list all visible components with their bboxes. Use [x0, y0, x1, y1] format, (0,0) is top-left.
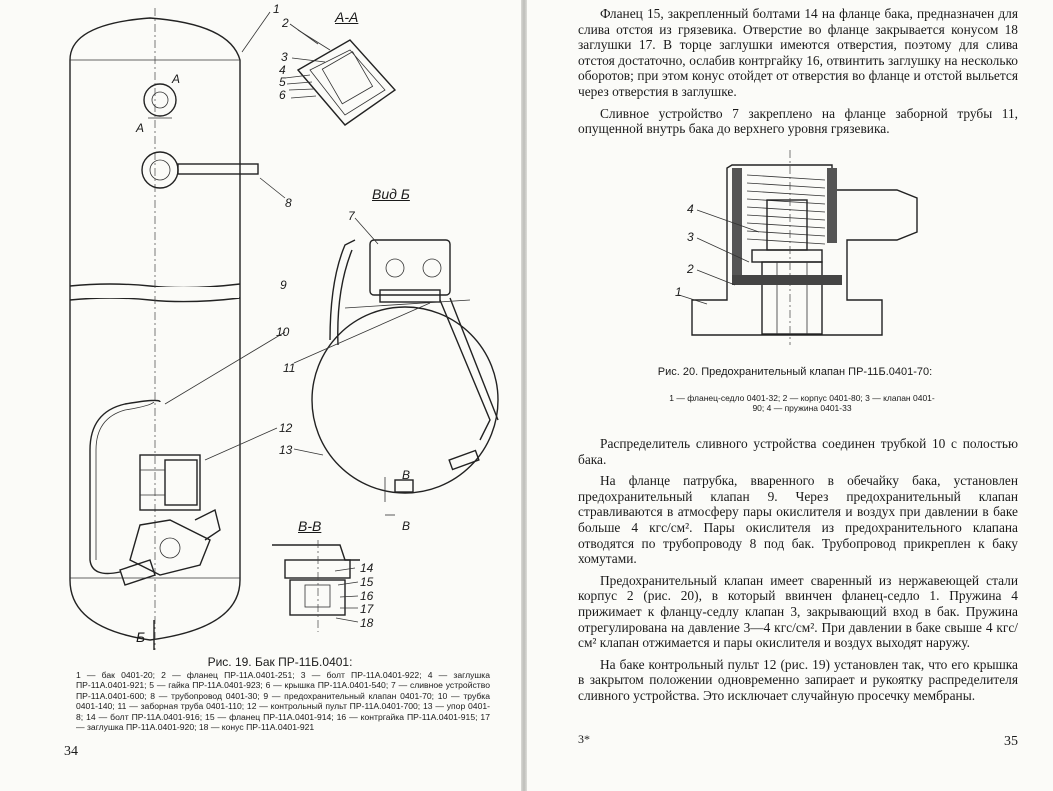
- callout-16: 16: [360, 589, 374, 603]
- callout-10: 10: [276, 325, 290, 339]
- figure-20-legend: 1 — фланец-седло 0401-32; 2 — корпус 040…: [669, 393, 935, 414]
- page-number-right: 35: [1004, 734, 1018, 749]
- section-aa-label: А-А: [335, 9, 359, 25]
- callout-6: 6: [279, 88, 286, 102]
- marker-v-upper: В: [402, 468, 411, 482]
- figure-20-drawing: [678, 150, 918, 345]
- paragraph-6: На баке контрольный пульт 12 (рис. 19) у…: [578, 656, 1018, 703]
- figure-19-title: Рис. 19. Бак ПР-11Б.0401:: [207, 655, 353, 669]
- callout-3: 3: [281, 50, 288, 64]
- figure-19-drawing: [69, 8, 499, 650]
- callout-5: 5: [279, 75, 286, 89]
- callout-2: 2: [282, 16, 289, 30]
- callout-14: 14: [360, 561, 374, 575]
- callout-12: 12: [279, 421, 293, 435]
- callout-11: 11: [283, 361, 296, 375]
- paragraph-3: Распределитель сливного устройства соеди…: [578, 436, 1018, 467]
- callout-4: 4: [279, 63, 286, 77]
- marker-b: Б: [136, 629, 146, 645]
- paragraph-2: Сливное устройство 7 закреплено на фланц…: [578, 105, 1018, 137]
- callout-15: 15: [360, 575, 374, 589]
- right-page: Фланец 15, закрепленный болтами 14 на фл…: [527, 0, 1053, 791]
- fig20-callout-2: 2: [687, 262, 694, 276]
- callout-18: 18: [360, 616, 374, 630]
- text-block-bottom: Распределитель сливного устройства соеди…: [578, 436, 1018, 704]
- callout-8: 8: [285, 196, 292, 210]
- paragraph-5: Предохранительный клапан имеет сваренный…: [578, 572, 1018, 651]
- paragraph-1: Фланец 15, закрепленный болтами 14 на фл…: [578, 6, 1018, 99]
- page-number-left: 34: [64, 744, 78, 759]
- paragraph-4: На фланце патрубка, вваренного в обечайк…: [578, 473, 1018, 567]
- section-vv-label: В-В: [298, 518, 322, 534]
- fig20-callout-1: 1: [675, 285, 682, 299]
- marker-a-upper: А: [172, 72, 181, 86]
- marker-a-lower: А: [136, 121, 145, 135]
- book-gutter: [521, 0, 527, 791]
- callout-7: 7: [348, 209, 355, 223]
- marker-v-lower: В: [402, 519, 411, 533]
- fig20-callout-3: 3: [687, 230, 694, 244]
- view-b-label: Вид Б: [372, 186, 410, 202]
- figure-20-title: Рис. 20. Предохранительный клапан ПР-11Б…: [657, 366, 933, 378]
- text-block-top: Фланец 15, закрепленный болтами 14 на фл…: [578, 6, 1018, 137]
- callout-1: 1: [273, 2, 280, 16]
- callout-13: 13: [279, 443, 293, 457]
- signature-mark: 3*: [578, 732, 590, 746]
- callout-17: 17: [360, 602, 374, 616]
- fig20-callout-4: 4: [687, 202, 694, 216]
- figure-19-legend: 1 — бак 0401-20; 2 — фланец ПР-11А.0401-…: [76, 670, 490, 733]
- left-page: 1 2 3 4 5 6 7 8 9 10 11 12 13 14 15 16 1…: [0, 0, 521, 791]
- callout-9: 9: [280, 278, 287, 292]
